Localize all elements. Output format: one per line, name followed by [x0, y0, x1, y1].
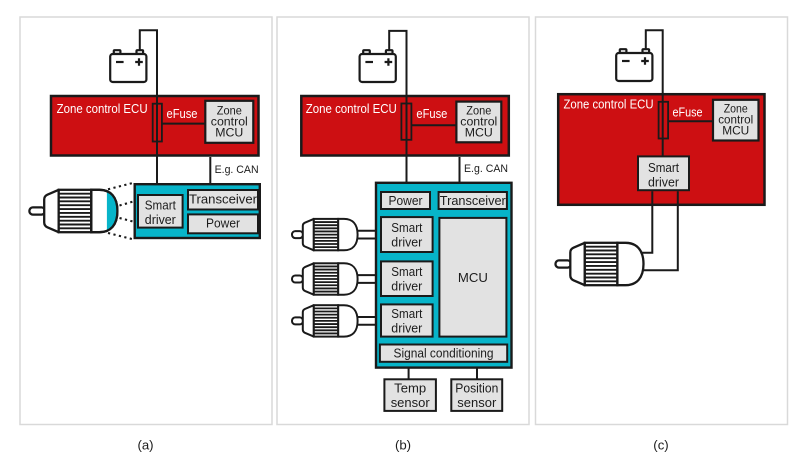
svg-text:E.g. CAN: E.g. CAN	[464, 163, 508, 175]
svg-text:Transceiver: Transceiver	[440, 193, 507, 208]
svg-text:MCU: MCU	[215, 126, 243, 140]
svg-text:eFuse: eFuse	[167, 106, 198, 121]
svg-text:Smart: Smart	[145, 197, 176, 212]
svg-text:(c): (c)	[653, 437, 668, 452]
svg-text:sensor: sensor	[391, 395, 431, 410]
svg-text:Power: Power	[389, 193, 424, 208]
svg-text:Zone: Zone	[466, 104, 491, 118]
svg-text:Smart: Smart	[391, 220, 422, 235]
svg-text:(b): (b)	[395, 437, 411, 452]
svg-text:Zone control ECU: Zone control ECU	[564, 98, 654, 112]
svg-text:sensor: sensor	[457, 395, 497, 410]
svg-text:Zone: Zone	[724, 102, 748, 116]
svg-text:driver: driver	[145, 212, 177, 227]
svg-text:Signal conditioning: Signal conditioning	[394, 347, 494, 361]
svg-text:Power: Power	[206, 216, 241, 231]
svg-text:Position: Position	[455, 381, 498, 396]
svg-text:Temp: Temp	[394, 381, 426, 396]
svg-text:driver: driver	[391, 235, 423, 250]
svg-text:driver: driver	[391, 279, 423, 294]
svg-text:MCU: MCU	[465, 126, 493, 140]
svg-text:Transceiver: Transceiver	[189, 192, 258, 207]
svg-text:eFuse: eFuse	[416, 106, 447, 121]
svg-text:E.g. CAN: E.g. CAN	[215, 164, 259, 176]
svg-text:control: control	[718, 113, 753, 127]
svg-text:MCU: MCU	[458, 270, 488, 285]
svg-text:Smart: Smart	[391, 264, 422, 279]
svg-text:control: control	[460, 115, 497, 129]
svg-text:Smart: Smart	[391, 306, 422, 321]
svg-text:driver: driver	[391, 321, 423, 336]
svg-text:control: control	[211, 114, 248, 128]
svg-text:eFuse: eFuse	[673, 106, 703, 120]
svg-text:Zone control ECU: Zone control ECU	[57, 101, 148, 116]
svg-text:Zone: Zone	[217, 103, 242, 117]
svg-text:(a): (a)	[137, 437, 153, 452]
svg-text:MCU: MCU	[722, 124, 749, 138]
svg-text:Zone control ECU: Zone control ECU	[306, 101, 397, 116]
svg-text:driver: driver	[648, 175, 680, 190]
svg-text:Smart: Smart	[648, 160, 679, 175]
